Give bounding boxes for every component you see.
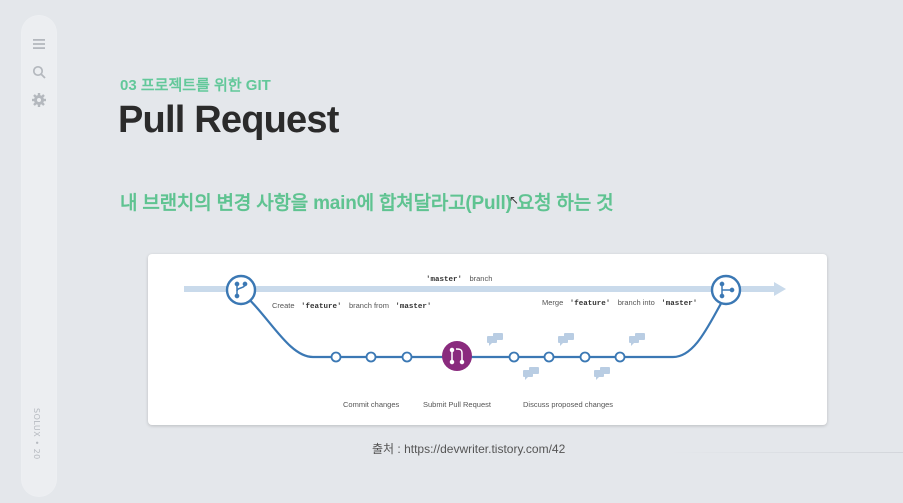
section-eyebrow: 03 프로젝트를 위한 GIT [120,77,271,94]
mouse-cursor-icon: ↖ [509,193,520,207]
discussion-bubbles [487,333,645,380]
slide-subtitle: 내 브랜치의 변경 사항을 main에 합쳐달라고(Pull) 요청 하는 것 [120,193,614,214]
chat-bubble-icon [487,333,503,346]
submit-pr-label: Submit Pull Request [423,400,492,409]
pull-request-node [442,341,472,371]
commit-node [401,351,413,363]
discuss-changes-label: Discuss proposed changes [523,400,613,409]
commit-node [614,351,626,363]
commit-changes-label: Commit changes [343,400,400,409]
commit-node [365,351,377,363]
master-branch-line [184,286,774,292]
chat-bubble-icon [523,367,539,380]
commit-node [579,351,591,363]
master-arrowhead [774,282,786,296]
chat-bubble-icon [594,367,610,380]
decorative-divider [670,452,903,453]
feature-branch-line [240,291,729,359]
create-branch-label: Create 'feature' branch from 'master' [272,295,431,312]
branch-start-node [225,274,257,306]
sidebar-vertical-label: SOLUX • 20 [32,408,41,460]
commit-node [330,351,342,363]
chat-bubble-icon [629,333,645,346]
commit-node [543,351,555,363]
source-citation: 출처 : https://devwriter.tistory.com/42 [372,442,566,456]
gear-icon[interactable] [31,92,47,108]
chat-bubble-icon [558,333,574,346]
commit-node [508,351,520,363]
sidebar: SOLUX • 20 [22,16,56,496]
branch-merge-node [710,274,742,306]
search-icon[interactable] [31,64,47,80]
git-flow-diagram: 'master' branch Create 'feature' branch … [148,254,827,425]
master-branch-label: 'master' branch [426,268,492,285]
merge-branch-label: Merge 'feature' branch into 'master' [542,292,697,309]
page-title: Pull Request [118,99,339,141]
menu-icon[interactable] [31,36,47,52]
